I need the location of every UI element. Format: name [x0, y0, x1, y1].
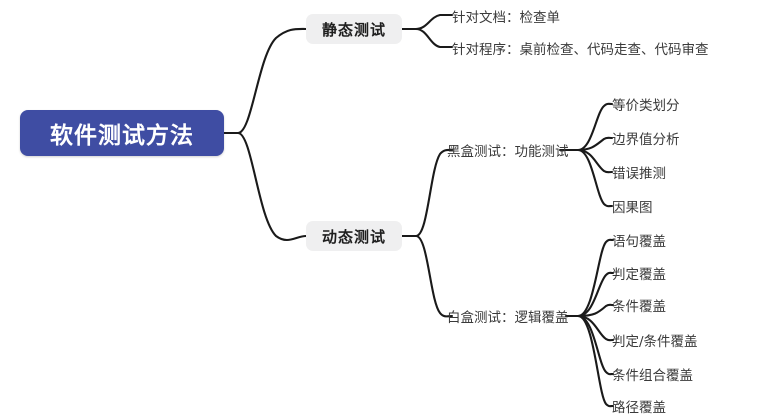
leaf-static-program[interactable]: 针对程序：桌前检查、代码走查、代码审查	[452, 42, 709, 58]
connector-whitebox-to-decision-condition	[576, 314, 615, 342]
connector-root-to-dynamic	[236, 131, 308, 242]
connector-whitebox-to-decision	[576, 271, 615, 318]
connector-blackbox-to-causeeffect	[576, 148, 614, 208]
connector-whitebox-to-combination	[576, 314, 615, 376]
branch-node-dynamic-testing[interactable]: 动态测试	[306, 221, 402, 251]
connector-dynamic-to-whitebox	[414, 234, 454, 318]
leaf-static-document[interactable]: 针对文档：检查单	[452, 10, 560, 26]
connector-blackbox-to-errorguess	[576, 148, 614, 174]
leaf-whitebox-path-coverage[interactable]: 路径覆盖	[612, 400, 666, 415]
connector-whitebox-to-path	[576, 314, 615, 408]
connector-blackbox-to-equivalence	[576, 102, 614, 152]
leaf-whitebox-decision-condition-coverage[interactable]: 判定/条件覆盖	[612, 334, 698, 350]
leaf-whitebox-condition-combination-coverage[interactable]: 条件组合覆盖	[612, 368, 693, 384]
connector-blackbox-to-boundary	[576, 136, 614, 152]
connector-whitebox-to-statement	[576, 238, 615, 318]
connector-static-to-doc	[414, 13, 454, 31]
leaf-whitebox-statement-coverage[interactable]: 语句覆盖	[612, 234, 666, 250]
connector-static-to-program	[414, 27, 454, 49]
leaf-whitebox-decision-coverage[interactable]: 判定覆盖	[612, 267, 666, 283]
leaf-blackbox-error-guessing[interactable]: 错误推测	[612, 166, 666, 182]
leaf-blackbox-boundary-value-analysis[interactable]: 边界值分析	[612, 132, 680, 148]
group-node-blackbox-testing[interactable]: 黑盒测试：功能测试	[447, 144, 569, 160]
group-node-whitebox-testing[interactable]: 白盒测试：逻辑覆盖	[447, 310, 569, 326]
leaf-blackbox-cause-effect-graph[interactable]: 因果图	[612, 200, 653, 216]
connector-whitebox-to-condition	[576, 303, 615, 318]
connector-root-to-static	[236, 27, 308, 135]
branch-node-static-testing[interactable]: 静态测试	[306, 14, 402, 44]
connector-dynamic-to-blackbox	[414, 148, 454, 238]
leaf-whitebox-condition-coverage[interactable]: 条件覆盖	[612, 299, 666, 315]
root-node[interactable]: 软件测试方法	[20, 110, 224, 156]
leaf-blackbox-equivalence-partitioning[interactable]: 等价类划分	[612, 98, 680, 114]
